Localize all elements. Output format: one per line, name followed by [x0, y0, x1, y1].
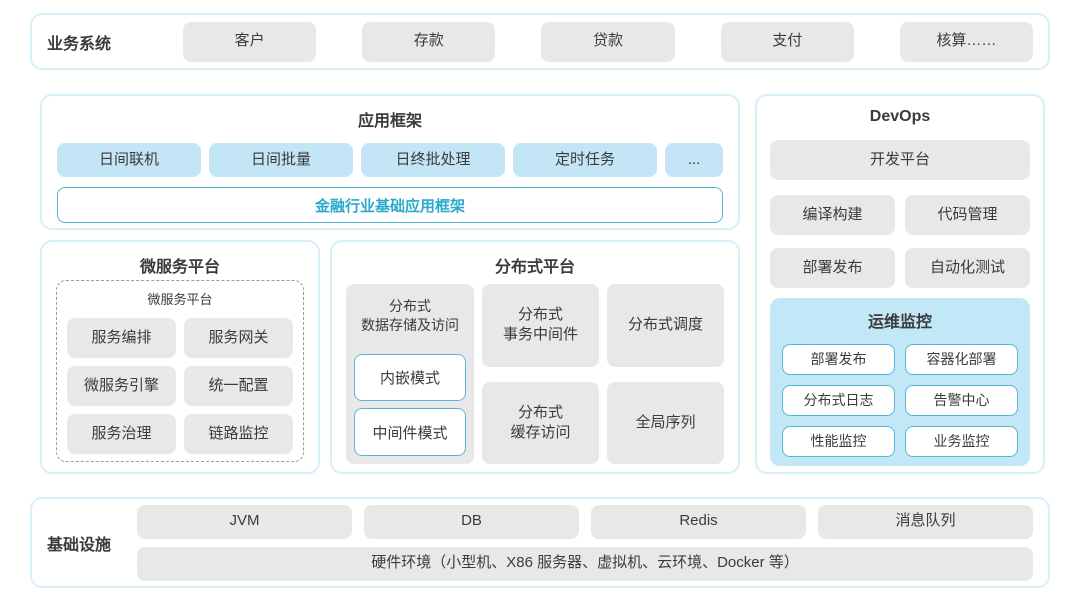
app-framework-row: 日间联机 日间批量 日终批处理 定时任务 ...	[57, 143, 723, 177]
node-container-deploy: 容器化部署	[905, 344, 1018, 375]
microservice-inner-box: 微服务平台 服务编排 服务网关 微服务引擎 统一配置 服务治理 链路监控	[56, 280, 304, 462]
distributed-cache-line1: 分布式	[517, 403, 563, 421]
node-trace-monitoring: 链路监控	[184, 414, 293, 454]
node-embedded-mode: 内嵌模式	[354, 353, 466, 402]
node-distributed-cache: 分布式 缓存访问	[482, 381, 599, 464]
node-financial-base-framework: 金融行业基础应用框架	[57, 187, 723, 223]
node-redis: Redis	[591, 504, 806, 539]
node-microservice-engine: 微服务引擎	[67, 366, 176, 406]
node-ops-deploy-release: 部署发布	[782, 344, 895, 375]
devops-grid: 编译构建 代码管理 部署发布 自动化测试	[770, 195, 1030, 288]
infrastructure-body: JVM DB Redis 消息队列 硬件环境（小型机、X86 服务器、虚拟机、云…	[137, 504, 1033, 581]
distributed-title: 分布式平台	[494, 259, 575, 276]
node-deposit: 存款	[362, 21, 496, 62]
node-service-orchestration: 服务编排	[67, 318, 176, 358]
node-db: DB	[364, 504, 579, 539]
node-loan: 贷款	[541, 21, 675, 62]
node-scheduled-tasks: 定时任务	[513, 143, 657, 177]
node-distributed-transaction: 分布式 事务中间件	[482, 284, 599, 367]
node-performance-monitoring: 性能监控	[782, 426, 895, 457]
distributed-right-column: 分布式调度 全局序列	[607, 284, 724, 464]
microservice-panel: 微服务平台 微服务平台 服务编排 服务网关 微服务引擎 统一配置 服务治理 链路…	[40, 240, 320, 474]
microservice-title: 微服务平台	[139, 259, 220, 276]
devops-panel: DevOps 开发平台 编译构建 代码管理 部署发布 自动化测试 运维监控 部署…	[755, 94, 1045, 474]
infrastructure-panel: 基础设施 JVM DB Redis 消息队列 硬件环境（小型机、X86 服务器、…	[30, 497, 1050, 588]
node-middleware-mode: 中间件模式	[354, 408, 466, 456]
devops-title: DevOps	[869, 108, 931, 125]
node-more-ellipsis: ...	[665, 143, 723, 177]
node-global-sequence: 全局序列	[607, 381, 724, 464]
node-code-management: 代码管理	[905, 195, 1030, 235]
business-systems-row: 客户 存款 贷款 支付 核算……	[183, 21, 1034, 62]
node-compile-build: 编译构建	[770, 195, 895, 235]
distributed-cache-line2: 缓存访问	[510, 423, 571, 441]
infrastructure-row: JVM DB Redis 消息队列	[137, 504, 1033, 539]
node-service-gateway: 服务网关	[184, 318, 293, 358]
distributed-middle-column: 分布式 事务中间件 分布式 缓存访问	[482, 284, 599, 464]
node-distributed-scheduler: 分布式调度	[607, 284, 724, 367]
distributed-storage-title-line2: 数据存储及访问	[361, 316, 459, 333]
node-dev-platform: 开发平台	[770, 140, 1030, 180]
node-automated-testing: 自动化测试	[905, 248, 1030, 288]
app-framework-panel: 应用框架 日间联机 日间批量 日终批处理 定时任务 ... 金融行业基础应用框架	[40, 94, 740, 230]
infrastructure-label: 基础设施	[47, 536, 112, 554]
node-daytime-online: 日间联机	[57, 143, 201, 177]
distributed-panel: 分布式平台 分布式 数据存储及访问 内嵌模式 中间件模式 分布式 事务中间件 分…	[330, 240, 740, 474]
distributed-storage-title-line1: 分布式	[389, 298, 431, 314]
node-message-queue: 消息队列	[818, 504, 1033, 539]
node-distributed-storage: 分布式 数据存储及访问 内嵌模式 中间件模式	[346, 284, 474, 464]
business-systems-label: 业务系统	[47, 35, 112, 53]
node-unified-config: 统一配置	[184, 366, 293, 406]
node-jvm: JVM	[137, 504, 352, 539]
node-hardware-environment: 硬件环境（小型机、X86 服务器、虚拟机、云环境、Docker 等）	[137, 546, 1033, 581]
node-deploy-release: 部署发布	[770, 248, 895, 288]
node-business-monitoring: 业务监控	[905, 426, 1018, 457]
app-framework-title: 应用框架	[357, 113, 422, 130]
distributed-storage-title: 分布式 数据存储及访问	[354, 297, 466, 335]
ops-monitor-title: 运维监控	[867, 314, 932, 331]
business-systems-panel: 业务系统 客户 存款 贷款 支付 核算……	[30, 13, 1050, 70]
microservice-inner-title: 微服务平台	[147, 292, 213, 307]
microservice-grid: 服务编排 服务网关 微服务引擎 统一配置 服务治理 链路监控	[67, 318, 293, 454]
node-accounting: 核算……	[899, 21, 1034, 62]
node-distributed-logging: 分布式日志	[782, 385, 895, 416]
ops-monitor-grid: 部署发布 容器化部署 分布式日志 告警中心 性能监控 业务监控	[782, 344, 1018, 457]
ops-monitor-panel: 运维监控 部署发布 容器化部署 分布式日志 告警中心 性能监控 业务监控	[770, 298, 1030, 466]
node-service-governance: 服务治理	[67, 414, 176, 454]
distributed-transaction-line1: 分布式	[517, 306, 563, 323]
distributed-content: 分布式 数据存储及访问 内嵌模式 中间件模式 分布式 事务中间件 分布式 缓存访…	[346, 284, 724, 464]
node-alert-center: 告警中心	[905, 385, 1018, 416]
node-eod-batch: 日终批处理	[361, 143, 505, 177]
node-payment: 支付	[720, 21, 854, 62]
node-daytime-batch: 日间批量	[209, 143, 353, 177]
node-customer: 客户	[183, 21, 317, 62]
distributed-transaction-line2: 事务中间件	[502, 326, 578, 344]
